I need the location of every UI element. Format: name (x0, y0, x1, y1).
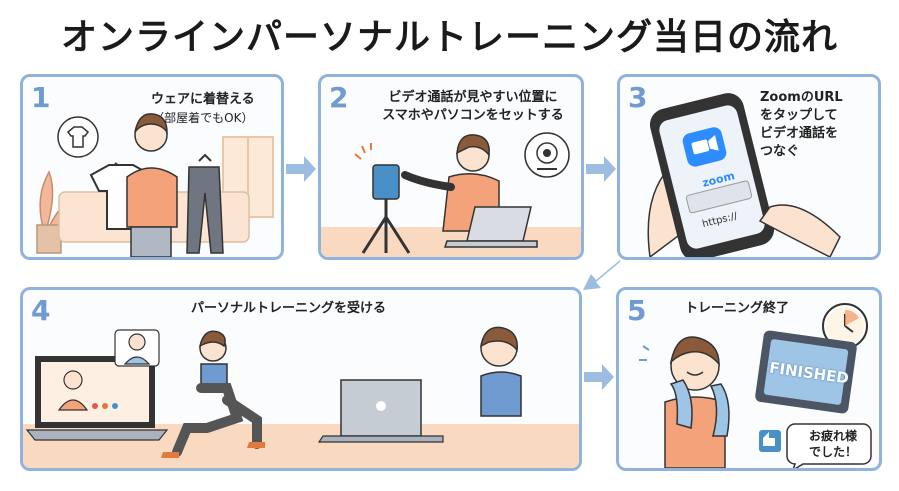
step-number: 3 (628, 81, 648, 114)
step-1-caption: ウェアに着替える （部屋着でもOK） (151, 91, 255, 127)
step-2-caption: ビデオ通話が見やすい位置に スマホやパソコンをセットする (365, 89, 581, 125)
step-4-caption: パーソナルトレーニングを受ける (191, 301, 387, 316)
step-5-card: 5 トレーニング終了 FINISHED お疲れ様 でした！ (616, 287, 882, 471)
smartphone-illustration (647, 93, 841, 257)
step-3-card: 3 ZoomのURL をタップして ビデオ通話を つなぐ zoom https:… (617, 74, 881, 260)
speech-bubble: お疲れ様 でした！ (803, 428, 863, 460)
arrow-right-icon (286, 156, 316, 182)
step-number: 5 (627, 294, 647, 327)
step-number: 2 (329, 81, 349, 114)
bubble-line: お疲れ様 (808, 429, 857, 443)
caption-line: スマホやパソコンをセットする (382, 108, 564, 123)
caption-line: ビデオ通話が見やすい位置に (388, 90, 558, 105)
caption-line: ウェアに着替える (151, 92, 255, 107)
step-number: 1 (31, 81, 51, 114)
arrow-right-icon (586, 156, 616, 182)
step-2-card: 2 ビデオ通話が見やすい位置に スマホやパソコンをセットする (318, 74, 584, 260)
caption-line: ビデオ通話を (760, 126, 839, 141)
bubble-line: でした！ (808, 445, 857, 459)
device-setup-illustration (354, 132, 570, 254)
caption-subline: （部屋着でもOK） (152, 111, 254, 125)
step-3-caption: ZoomのURL をタップして ビデオ通話を つなぐ (760, 89, 843, 161)
caption-line: つなぐ (760, 144, 800, 159)
caption-line: ZoomのURL (760, 90, 843, 105)
arrow-right-icon (584, 364, 614, 390)
step-number: 4 (31, 294, 51, 327)
changing-clothes-illustration (36, 113, 274, 257)
caption-line: をタップして (760, 108, 838, 123)
arrow-down-left-icon (583, 260, 620, 290)
training-session-illustration (25, 326, 522, 458)
step-4-card: 4 パーソナルトレーニングを受ける (20, 287, 582, 471)
step-1-card: 1 ウェアに着替える （部屋着でもOK） (20, 74, 284, 260)
step-5-caption: トレーニング終了 (685, 301, 790, 316)
training-finished-illustration (639, 303, 872, 468)
page-title: オンラインパーソナルトレーニング当日の流れ (60, 17, 838, 58)
